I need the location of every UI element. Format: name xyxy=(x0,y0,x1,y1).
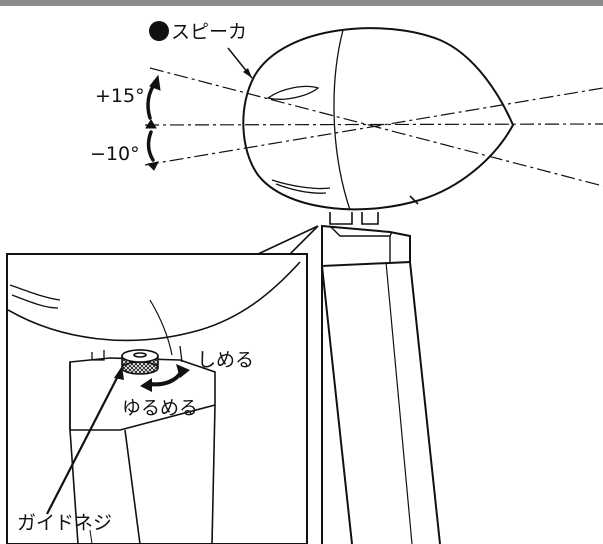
top-header-bar xyxy=(0,0,603,6)
speaker-rear-clip xyxy=(409,195,419,205)
arrow-down-10 xyxy=(146,130,155,162)
callout-number: 1 xyxy=(154,25,163,40)
speaker-mount xyxy=(329,212,379,225)
angle-down-label: −10° xyxy=(90,143,140,165)
zoom-callout-lines xyxy=(257,225,319,257)
speaker-unit xyxy=(242,27,515,225)
stand xyxy=(321,224,441,544)
speaker-lower-slot xyxy=(271,179,331,194)
guide-screw-leader xyxy=(46,371,121,515)
speaker-seam xyxy=(333,29,351,211)
tighten-label: しめる xyxy=(197,349,254,371)
angle-axis-lines xyxy=(144,67,603,187)
axis-up-15 xyxy=(149,67,603,187)
stand-column xyxy=(321,226,441,544)
axis-down-10 xyxy=(144,87,603,166)
speaker-body xyxy=(242,27,515,211)
guide-screw-knob xyxy=(121,349,159,375)
axis-horizontal xyxy=(144,123,603,126)
guide-screw-label: ガイドネジ xyxy=(17,512,112,534)
speaker-label: スピーカ xyxy=(171,21,247,43)
stand-top-ridge xyxy=(329,225,393,237)
inset-speaker-bottom xyxy=(8,261,301,342)
loosen-label: ゆるめる xyxy=(122,397,198,419)
inset-speaker-slot xyxy=(9,284,61,309)
zoom-inset xyxy=(6,253,308,544)
inset-stand-column xyxy=(69,404,216,544)
angle-up-label: +15° xyxy=(95,85,145,107)
callout-number-badge: 1 xyxy=(149,21,169,41)
speaker-upper-slot xyxy=(266,85,320,100)
angle-arrows xyxy=(145,74,161,171)
